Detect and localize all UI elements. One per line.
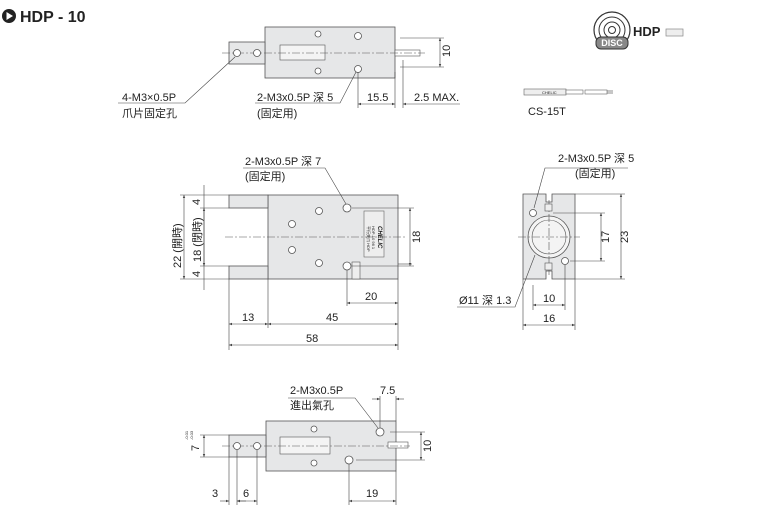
side-callout: 2-M3x0.5P 深 5 [558, 152, 634, 165]
sensor-icon: CHELIC [523, 88, 613, 96]
dim-15-5: 15.5 [367, 92, 388, 104]
bottom-view [200, 396, 425, 505]
dim-3: 3 [212, 488, 218, 500]
tolerance-upper: -0.01 [184, 430, 189, 440]
callout-mount-hole: 2-M3x0.5P 深 5 [257, 91, 333, 104]
side-view [457, 167, 628, 330]
dim-18-closed: 18 (閉時) [191, 217, 204, 262]
dim-23: 23 [619, 231, 631, 243]
sensor-label: CS-15T [528, 106, 566, 118]
dim-10-top: 10 [441, 45, 453, 57]
dim-6: 6 [243, 488, 249, 500]
nameplate-model: HDP-10 96 1 [371, 226, 376, 250]
front-callout: 2-M3x0.5P 深 7 [245, 155, 321, 168]
dim-20: 20 [365, 291, 377, 303]
model-suffix-box [665, 28, 684, 37]
dim-7-5: 7.5 [380, 385, 395, 397]
dim-10-side: 10 [543, 293, 555, 305]
dim-18-holes: 18 [411, 231, 423, 243]
callout-jaw-hole: 4-M3×0.5P [122, 92, 176, 104]
dim-22-open: 22 (開時) [171, 223, 184, 268]
logo-model-label: HDP [633, 24, 661, 39]
svg-text:CHELIC: CHELIC [542, 90, 557, 95]
dim-45: 45 [326, 312, 338, 324]
svg-text:DISC: DISC [601, 38, 623, 48]
nameplate-brand: CHELIC [376, 226, 382, 249]
disc-logo-icon: DISC [593, 11, 631, 50]
dim-16: 16 [543, 313, 555, 325]
dim-58: 58 [306, 333, 318, 345]
tolerance-lower: -0.03 [189, 430, 194, 440]
bore-callout: Ø11 深 1.3 [459, 294, 511, 307]
front-view [180, 167, 414, 350]
callout-mount-hole-note: (固定用) [257, 106, 297, 120]
page-title: HDP - 10 [20, 9, 86, 26]
top-view [118, 26, 460, 108]
dim-10-bottom: 10 [422, 440, 434, 452]
dim-2-5-max: 2.5 MAX. [414, 92, 459, 104]
nameplate-desc: 平行夾爪 HDP [366, 226, 372, 252]
dim-4-bottom: 4 [191, 271, 203, 277]
front-callout-note: (固定用) [245, 169, 285, 183]
dim-17: 17 [600, 231, 612, 243]
dim-4-top: 4 [191, 199, 203, 205]
dim-13: 13 [242, 312, 254, 324]
dim-7: 7 [190, 445, 202, 451]
dim-19: 19 [366, 488, 378, 500]
callout-jaw-hole-note: 爪片固定孔 [122, 106, 177, 120]
side-callout-note: (固定用) [575, 166, 615, 180]
bottom-callout: 2-M3x0.5P [290, 385, 343, 397]
bottom-callout-note: 進出氣孔 [290, 398, 334, 412]
title-bullet-icon [2, 9, 16, 23]
